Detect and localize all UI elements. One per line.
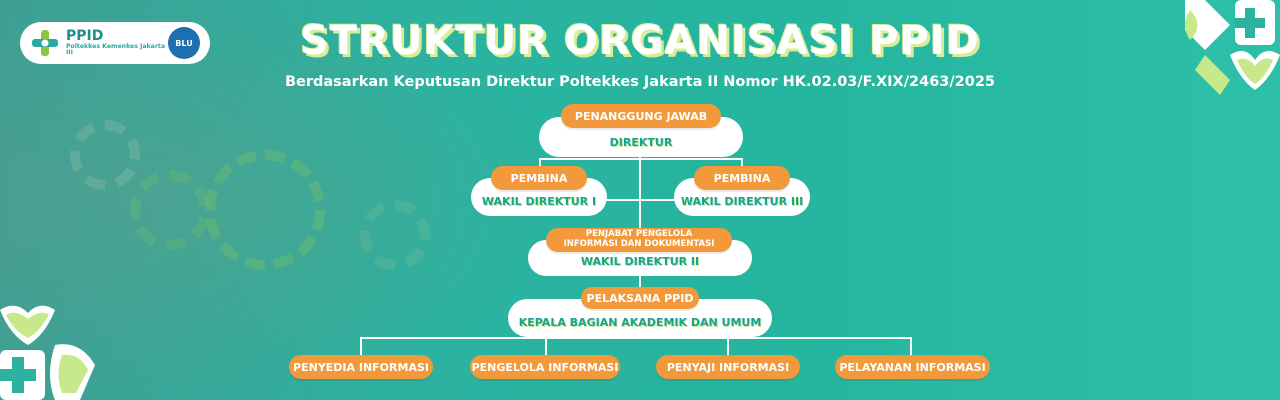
connector-line — [539, 158, 743, 160]
page-subtitle: Berdasarkan Keputusan Direktur Poltekkes… — [284, 74, 996, 90]
unit-pengelola-informasi: PENGELOLA INFORMASI — [470, 355, 620, 379]
node-name: WAKIL DIREKTUR II — [580, 255, 700, 268]
gear-icon — [360, 200, 430, 270]
unit-penyaji-informasi: PENYAJI INFORMASI — [656, 355, 800, 379]
connector-line — [360, 337, 912, 339]
ppid-cross-icon — [32, 30, 58, 56]
decorative-pattern-icon — [1185, 0, 1280, 95]
unit-pelayanan-informasi: PELAYANAN INFORMASI — [835, 355, 990, 379]
ppid-logo[interactable]: PPID Poltekkes Kemenkes Jakarta III BLU — [20, 22, 210, 64]
gear-icon — [70, 120, 140, 190]
role-pembina: PEMBINA — [491, 166, 587, 190]
connector-line — [727, 337, 729, 357]
gear-icon — [205, 150, 325, 270]
logo-title: PPID — [66, 28, 104, 45]
node-name: DIREKTUR — [609, 136, 673, 149]
blu-badge: BLU — [168, 27, 200, 59]
node-name: WAKIL DIREKTUR III — [680, 195, 804, 208]
logo-tagline: Poltekkes Kemenkes Jakarta III — [66, 42, 166, 57]
connector-line — [545, 337, 547, 357]
connector-line — [910, 337, 912, 357]
unit-penyedia-informasi: PENYEDIA INFORMASI — [289, 355, 433, 379]
decorative-pattern-icon — [0, 305, 95, 400]
node-name: KEPALA BAGIAN AKADEMIK DAN UMUM — [518, 316, 762, 329]
connector-line — [605, 199, 675, 201]
connector-line — [360, 337, 362, 357]
role-pejabat-pengelola: PENJABAT PENGELOLA INFORMASI DAN DOKUMEN… — [546, 228, 732, 252]
page-title: STRUKTUR ORGANISASI PPID — [300, 18, 980, 64]
role-penanggung-jawab: PENANGGUNG JAWAB — [561, 104, 721, 128]
gear-icon — [130, 170, 210, 250]
node-name: WAKIL DIREKTUR I — [481, 195, 597, 208]
role-pembina: PEMBINA — [694, 166, 790, 190]
role-pelaksana-ppid: PELAKSANA PPID — [581, 287, 699, 309]
